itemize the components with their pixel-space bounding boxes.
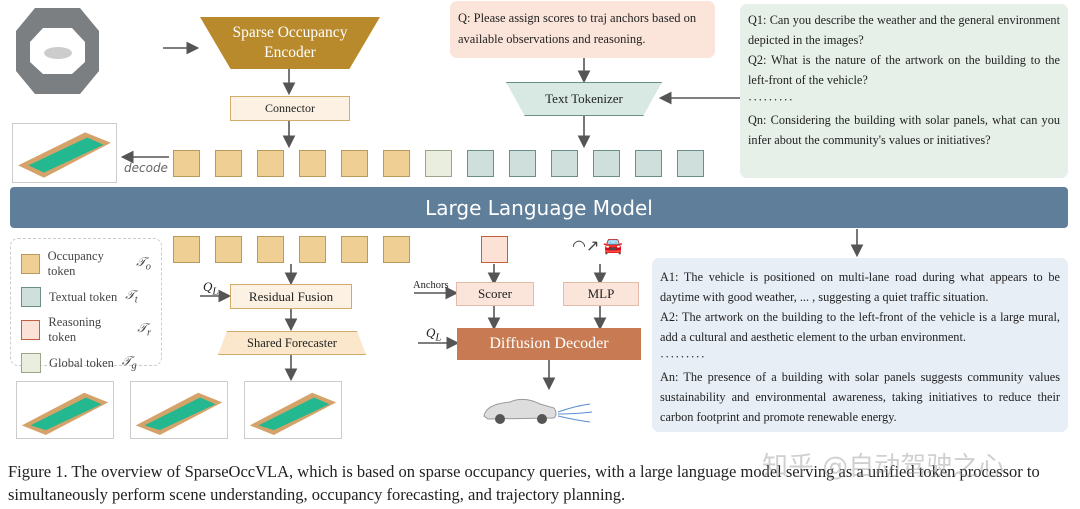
- forecast-occupancy-map-3: [244, 381, 342, 439]
- forecast-occupancy-map-1: [16, 381, 114, 439]
- connector-box: Connector: [230, 96, 350, 121]
- occupancy-swatch: [21, 254, 40, 274]
- scorer: Scorer: [456, 282, 534, 306]
- legend-sub: g: [131, 360, 137, 372]
- legend-symbol: 𝒯: [125, 288, 135, 303]
- reasoning-swatch: [21, 320, 41, 340]
- textual-token: [635, 150, 662, 177]
- legend-global: Global token 𝒯g: [21, 353, 151, 373]
- legend-symbol: 𝒯: [137, 321, 147, 336]
- legend-label: Textual token: [49, 289, 118, 304]
- shared-forecaster: Shared Forecaster: [218, 331, 366, 355]
- legend-textual: Textual token 𝒯t: [21, 287, 151, 307]
- answer-1: A1: The vehicle is positioned on multi-l…: [660, 270, 1060, 304]
- occupancy-token: [341, 236, 368, 263]
- forecast-occupancy-map-2: [130, 381, 228, 439]
- legend-label: Occupancy token: [47, 249, 104, 278]
- figure-caption: Figure 1. The overview of SparseOccVLA, …: [8, 462, 1040, 504]
- occupancy-token: [215, 236, 242, 263]
- residual-fusion: Residual Fusion: [230, 284, 352, 309]
- question-panel: Q1: Can you describe the weather and the…: [740, 4, 1068, 178]
- textual-token: [593, 150, 620, 177]
- occupancy-token: [299, 150, 326, 177]
- encoder-title-1: Sparse Occupancy: [232, 24, 348, 41]
- ego-car-trajectory-icon: [480, 392, 595, 426]
- textual-swatch: [21, 287, 41, 307]
- legend-sub: t: [134, 294, 138, 306]
- large-language-model: Large Language Model: [10, 187, 1068, 228]
- reasoning-token: [481, 236, 508, 263]
- occupancy-token: [341, 150, 368, 177]
- ql-sub: L: [212, 285, 219, 298]
- diffusion-decoder: Diffusion Decoder: [457, 328, 641, 360]
- encoder-title-2: Encoder: [264, 44, 316, 61]
- global-token: [425, 150, 452, 177]
- question-n: Qn: Considering the building with solar …: [748, 113, 1060, 147]
- occupancy-token: [257, 236, 284, 263]
- legend-sub: o: [145, 261, 151, 273]
- question-1: Q1: Can you describe the weather and the…: [748, 13, 1060, 47]
- legend-sub: r: [146, 327, 151, 339]
- surround-view-cameras-image: [15, 6, 100, 96]
- decoded-occupancy-map: [12, 123, 117, 183]
- decode-label: decode: [124, 161, 168, 175]
- occupancy-token: [383, 236, 410, 263]
- question-box: Q: Please assign scores to traj anchors …: [450, 1, 715, 58]
- occupancy-token: [215, 150, 242, 177]
- ql-sub: L: [435, 331, 442, 344]
- legend-label: Global token: [49, 355, 114, 370]
- answer-2: A2: The artwork on the building to the l…: [660, 310, 1060, 344]
- ql-symbol: Q: [203, 279, 213, 294]
- occupancy-token: [299, 236, 326, 263]
- text-tokenizer: Text Tokenizer: [506, 82, 662, 116]
- ellipsis: ·········: [748, 93, 794, 107]
- occupancy-token: [383, 150, 410, 177]
- textual-token: [677, 150, 704, 177]
- ql-symbol: Q: [426, 325, 436, 340]
- answer-panel: A1: The vehicle is positioned on multi-l…: [652, 258, 1068, 432]
- sparse-occupancy-encoder: Sparse Occupancy Encoder: [200, 17, 380, 69]
- textual-token: [467, 150, 494, 177]
- occupancy-token: [173, 236, 200, 263]
- answer-n: An: The presence of a building with sola…: [660, 370, 1060, 424]
- anchors-label: Anchors: [413, 280, 449, 291]
- occupancy-token: [173, 150, 200, 177]
- ql-label-planning: QL: [426, 325, 441, 344]
- occupancy-token: [257, 150, 284, 177]
- textual-token: [509, 150, 536, 177]
- question-2: Q2: What is the nature of the artwork on…: [748, 53, 1060, 87]
- textual-token: [551, 150, 578, 177]
- legend-reasoning: Reasoning token 𝒯r: [21, 315, 151, 345]
- legend-occupancy: Occupancy token 𝒯o: [21, 249, 151, 279]
- watermark: 知乎 @自动驾驶之心: [762, 452, 1005, 482]
- global-swatch: [21, 353, 41, 373]
- legend-label: Reasoning token: [48, 315, 102, 344]
- legend-symbol: 𝒯: [136, 255, 146, 270]
- speedometer-car-icon: ◠↗ 🚘: [572, 238, 624, 255]
- legend-symbol: 𝒯: [121, 354, 132, 369]
- ellipsis: ·········: [660, 350, 706, 364]
- ql-label: QL: [203, 279, 218, 298]
- mlp: MLP: [563, 282, 639, 306]
